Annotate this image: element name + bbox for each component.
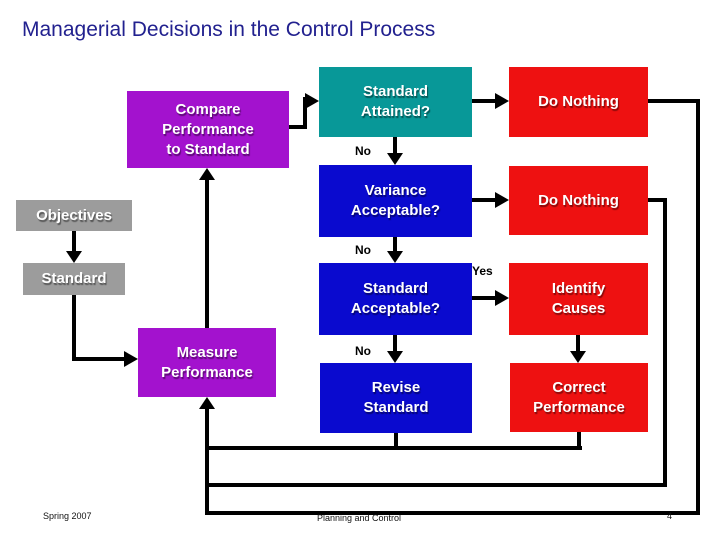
feedback-riser-shaft	[205, 408, 209, 515]
middle-feedback-line	[205, 483, 667, 487]
standard-box: Standard	[23, 263, 125, 295]
no-label-variance: No	[355, 243, 371, 257]
arrow-acceptable-to-revise-head	[387, 351, 403, 363]
standard-acceptable-box: Standard Acceptable?	[319, 263, 472, 335]
no-label-standard: No	[355, 344, 371, 358]
arrow-acceptable-to-revise-shaft	[393, 335, 397, 353]
arrow-objectives-to-standard-head	[66, 251, 82, 263]
footer-date: Spring 2007	[43, 511, 92, 521]
no-label-attained: No	[355, 144, 371, 158]
arrow-compare-to-attained-horizontal1	[289, 125, 307, 129]
compare-performance-box: Compare Performance to Standard	[127, 91, 289, 168]
arrow-acceptable-to-identify-head	[495, 290, 509, 306]
arrow-variance-to-acceptable-shaft	[393, 237, 397, 253]
arrow-attained-to-variance-head	[387, 153, 403, 165]
revise-standard-drain-line	[394, 433, 398, 450]
objectives-box: Objectives	[16, 200, 132, 231]
correct-performance-drain-line	[577, 432, 581, 450]
do-nothing-mid-feedback-horizontal	[648, 198, 667, 202]
arrow-compare-to-attained-vertical	[303, 97, 307, 129]
do-nothing-top-box: Do Nothing	[509, 67, 648, 137]
arrow-standard-to-measure-head	[124, 351, 138, 367]
arrow-standard-to-measure-horizontal	[72, 357, 126, 361]
measure-performance-box: Measure Performance	[138, 328, 276, 397]
standard-attained-box: Standard Attained?	[319, 67, 472, 137]
arrow-measure-to-compare-shaft	[205, 179, 209, 328]
do-nothing-top-feedback-horizontal	[648, 99, 700, 103]
arrow-attained-to-do-nothing-shaft	[472, 99, 497, 103]
arrow-measure-to-compare-head	[199, 168, 215, 180]
arrow-variance-to-acceptable-head	[387, 251, 403, 263]
arrow-objectives-to-standard-shaft	[72, 231, 76, 253]
yes-label: Yes	[472, 264, 493, 278]
arrow-identify-to-correct-shaft	[576, 335, 580, 353]
arrow-acceptable-to-identify-shaft	[472, 296, 497, 300]
outer-feedback-line	[205, 511, 700, 515]
do-nothing-mid-feedback-vertical	[663, 198, 667, 487]
arrow-identify-to-correct-head	[570, 351, 586, 363]
do-nothing-mid-box: Do Nothing	[509, 166, 648, 235]
identify-causes-box: Identify Causes	[509, 263, 648, 335]
arrow-variance-to-do-nothing-shaft	[472, 198, 497, 202]
arrow-attained-to-variance-shaft	[393, 137, 397, 155]
arrow-attained-to-do-nothing-head	[495, 93, 509, 109]
correct-performance-box: Correct Performance	[510, 363, 648, 432]
footer-course-title: Planning and Control	[317, 513, 402, 523]
feedback-riser-head	[199, 397, 215, 409]
arrow-compare-to-attained-head	[305, 93, 319, 109]
revise-standard-box: Revise Standard	[320, 363, 472, 433]
do-nothing-top-feedback-vertical	[696, 99, 700, 515]
arrow-standard-to-measure-vertical	[72, 295, 76, 361]
variance-acceptable-box: Variance Acceptable?	[319, 165, 472, 237]
arrow-variance-to-do-nothing-head	[495, 192, 509, 208]
footer-page-number: 4	[667, 511, 673, 521]
slide-title: Managerial Decisions in the Control Proc…	[22, 18, 436, 41]
inner-feedback-line	[205, 446, 582, 450]
